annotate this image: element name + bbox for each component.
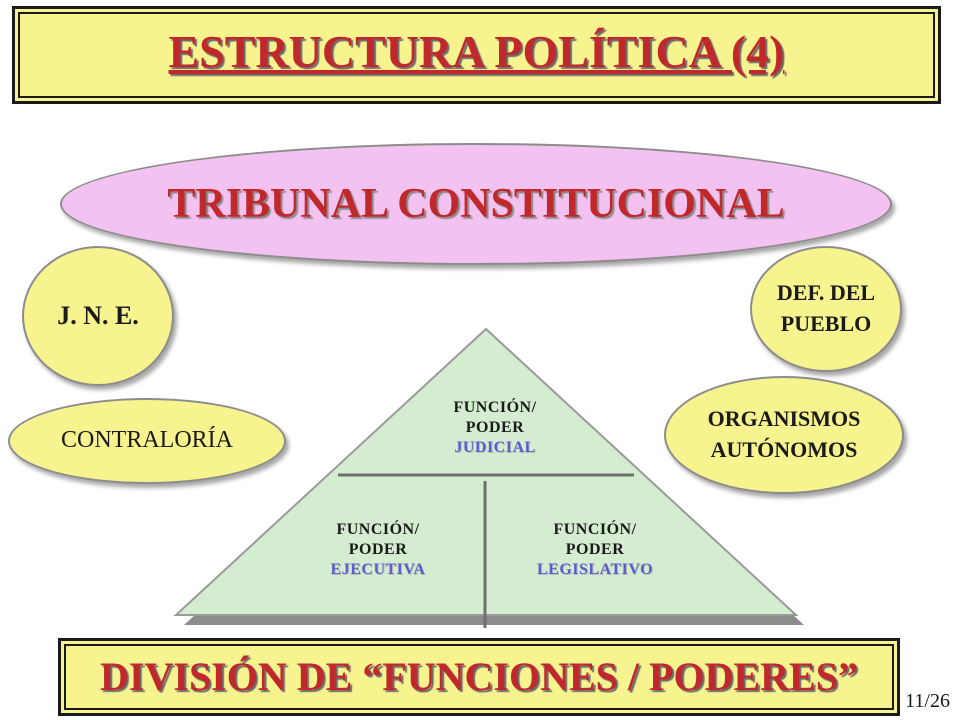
ejecutiva-line3: EJECUTIVA	[330, 561, 426, 578]
legislativo-line2: PODER	[565, 541, 625, 558]
defensoria-label: DEF. DEL PUEBLO	[776, 280, 876, 336]
legislativo-label: FUNCIÓN/ PODER LEGISLATIVO	[500, 520, 690, 580]
legislativo-line3: LEGISLATIVO	[536, 561, 654, 578]
page-number: 11/26	[905, 690, 950, 712]
ejecutiva-line2: PODER	[348, 541, 408, 558]
organismos-ellipse: ORGANISMOS AUTÓNOMOS	[664, 376, 904, 494]
page-title: ESTRUCTURA POLÍTICA (4)	[168, 26, 785, 77]
contraloria-ellipse: CONTRALORÍA	[8, 398, 286, 484]
tribunal-constitucional-ellipse: TRIBUNAL CONSTITUCIONAL	[60, 143, 892, 265]
jne-ellipse: J. N. E.	[22, 246, 174, 386]
footer-banner: DIVISIÓN DE “FUNCIONES / PODERES”	[58, 638, 900, 716]
defensoria-ellipse: DEF. DEL PUEBLO	[750, 246, 902, 372]
ejecutiva-line1: FUNCIÓN/	[336, 521, 420, 538]
judicial-line1: FUNCIÓN/	[453, 399, 537, 416]
title-banner: ESTRUCTURA POLÍTICA (4)	[12, 6, 941, 104]
ejecutiva-label: FUNCIÓN/ PODER EJECUTIVA	[283, 520, 473, 580]
legislativo-line1: FUNCIÓN/	[553, 521, 637, 538]
organismos-label: ORGANISMOS AUTÓNOMOS	[707, 406, 861, 462]
footer-title: DIVISIÓN DE “FUNCIONES / PODERES”	[100, 654, 858, 699]
judicial-label: FUNCIÓN/ PODER JUDICIAL	[400, 398, 590, 458]
judicial-line2: PODER	[465, 419, 525, 436]
judicial-line3: JUDICIAL	[454, 439, 536, 456]
